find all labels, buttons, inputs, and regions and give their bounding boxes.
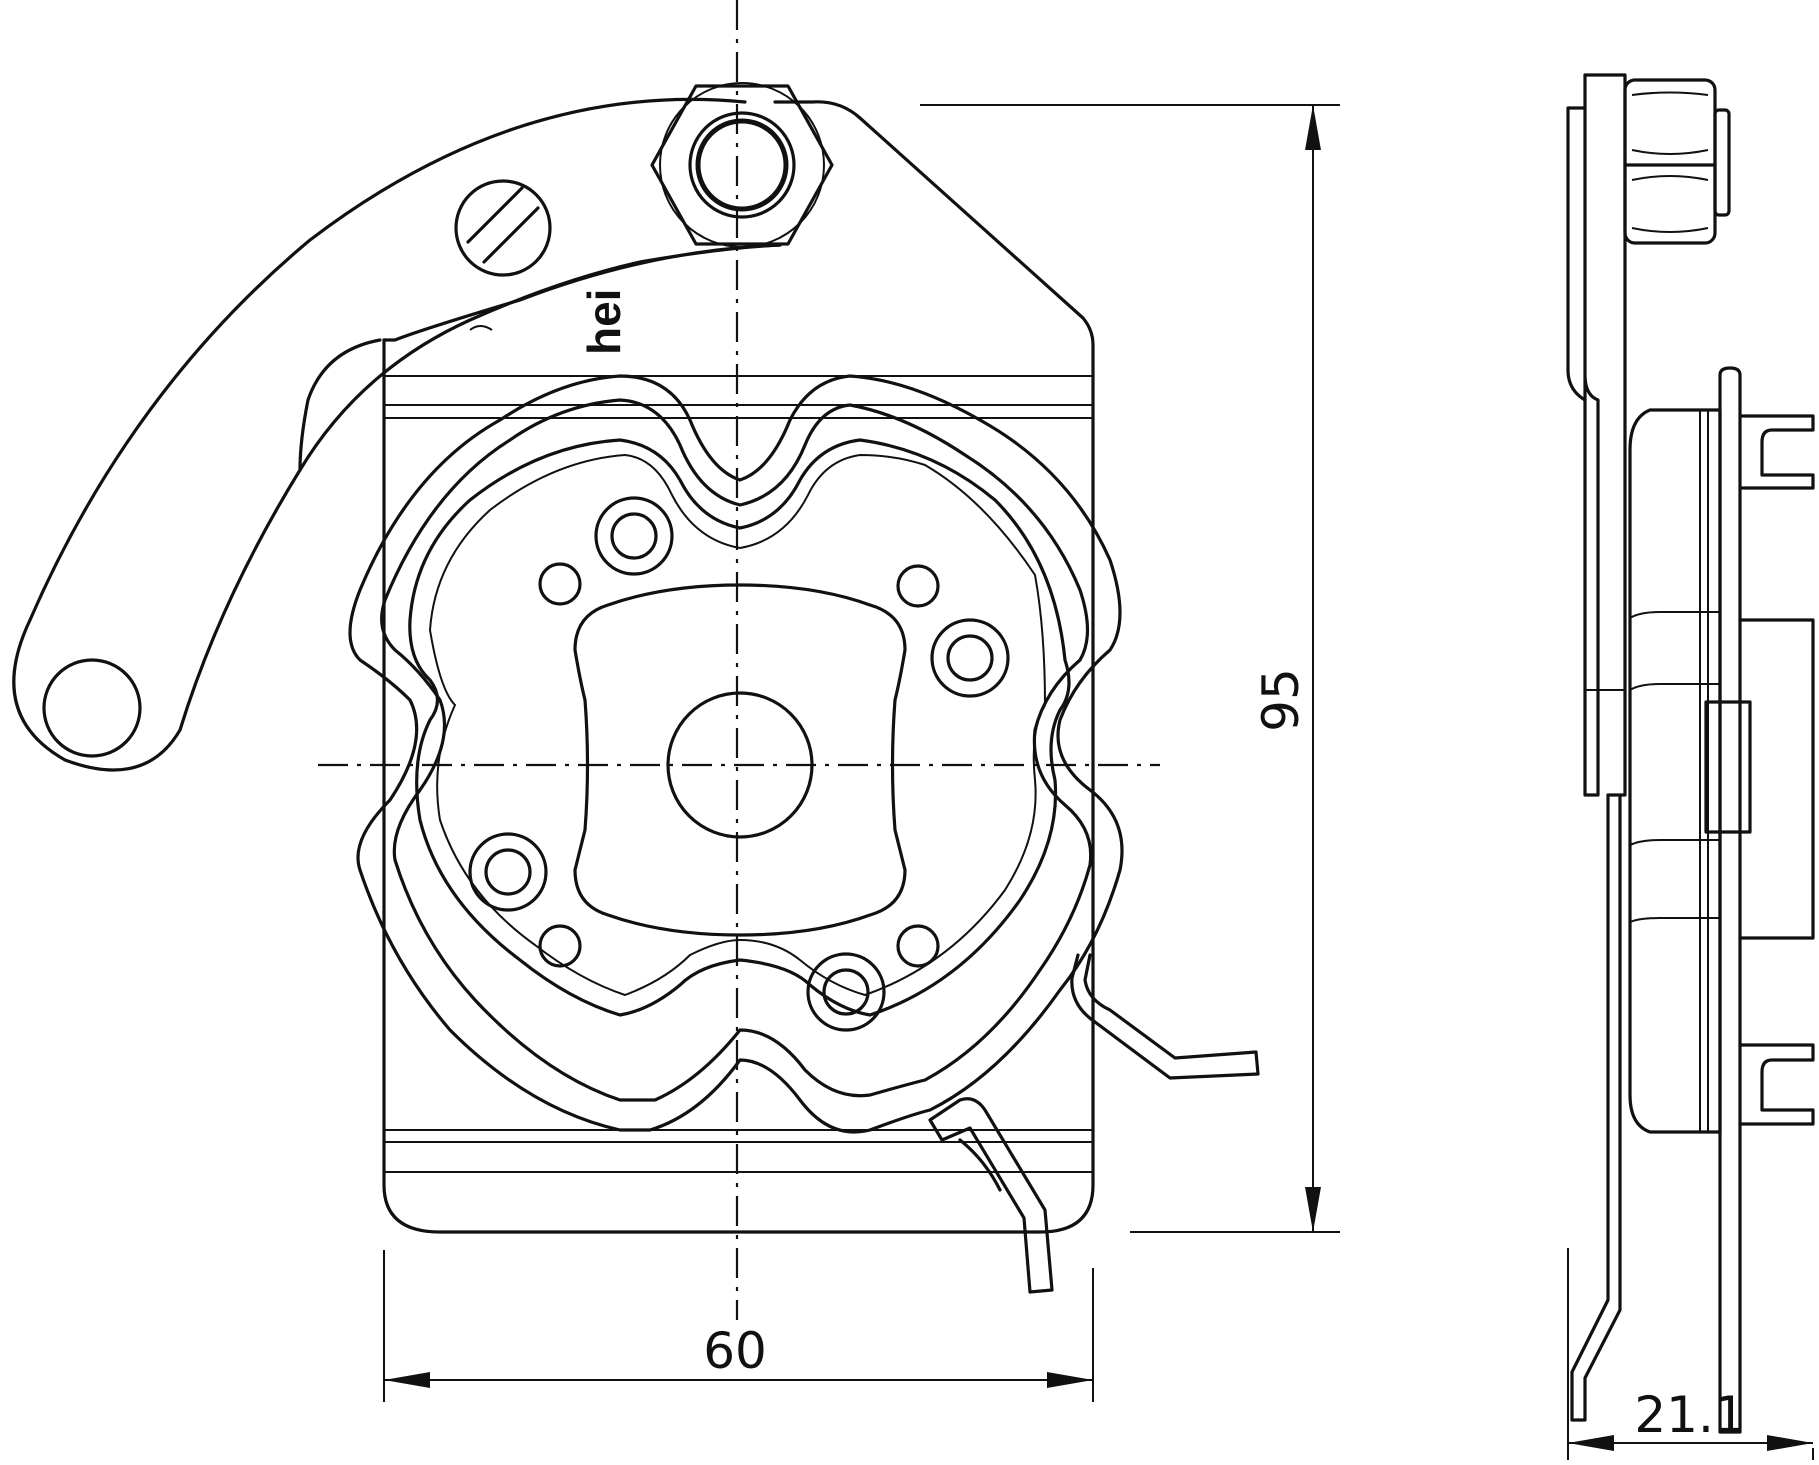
side-view <box>1566 73 1815 1434</box>
dimension-depth: 21.1 <box>1567 1248 1814 1460</box>
hole-small-2 <box>896 564 940 608</box>
spring-wire-end-right <box>1070 953 1260 1080</box>
crank-arm <box>12 97 782 772</box>
spring-clip-inner <box>380 398 1093 1102</box>
side-bracket-plate <box>1570 73 1627 1422</box>
spring-clip-outer <box>348 374 1124 1134</box>
crank-arm-inner <box>382 243 782 342</box>
central-hub <box>573 583 907 937</box>
hole-small-1 <box>538 562 582 606</box>
side-adapter-body <box>1628 408 1722 1134</box>
adapter-ring <box>408 438 1071 1017</box>
hole-ring-left <box>468 832 548 912</box>
mounting-holes <box>468 496 1010 1032</box>
adapter-ring-inner <box>428 453 1047 997</box>
side-nut-icon <box>1623 78 1731 245</box>
dimension-width-label: 60 <box>703 1322 767 1380</box>
slotted-screw-icon <box>454 179 552 277</box>
spring-wire-end-bottom-b <box>958 1138 1002 1192</box>
dimension-width: 60 <box>383 1250 1094 1402</box>
brand-mark: hei <box>578 289 630 355</box>
side-shaft-prongs <box>1704 414 1815 1126</box>
dimension-height: 95 <box>920 104 1340 1233</box>
dimension-depth-label: 21.1 <box>1634 1386 1745 1444</box>
hole-small-4 <box>896 924 940 968</box>
crank-arm-hook <box>469 325 493 331</box>
front-view: hei <box>12 0 1260 1320</box>
spring-wire-end-bottom <box>928 1097 1054 1294</box>
dimension-height-label: 95 <box>1252 668 1310 732</box>
crank-arm-bump <box>298 338 382 472</box>
hex-nut-icon <box>650 82 834 248</box>
crank-hole <box>42 658 142 758</box>
side-drive-disc <box>1718 366 1742 1434</box>
hole-ring-right <box>930 618 1010 698</box>
hole-ring-upper-left <box>594 496 674 576</box>
side-left-tab <box>1566 106 1587 402</box>
mounting-plate <box>382 100 1095 1234</box>
side-bracket-plate-left <box>1583 73 1600 797</box>
hole-ring-lower-right <box>806 952 886 1032</box>
plate-ribs <box>383 375 1094 1173</box>
hole-small-3 <box>538 924 582 968</box>
